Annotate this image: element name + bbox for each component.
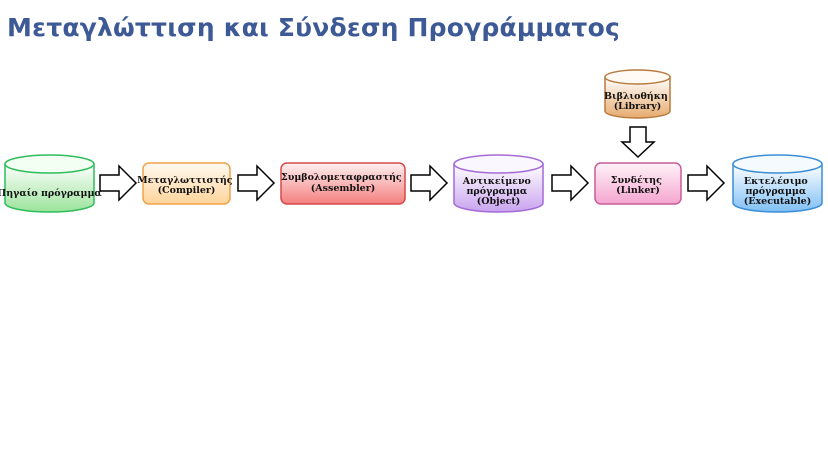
library-sublabel: (Library) bbox=[614, 101, 662, 112]
assembler-node: Συμβολομεταφραστής (Assembler) bbox=[280, 162, 406, 205]
compiler-sublabel: (Compiler) bbox=[158, 185, 216, 196]
source-program-label: Πηγαίο πρόγραμμα bbox=[0, 188, 102, 199]
svg-text:Βιβλιοθήκη (Library): Βιβλιοθήκη (Library) bbox=[604, 91, 671, 112]
linker-sublabel: (Linker) bbox=[616, 185, 660, 196]
svg-text:Πηγαίο πρόγραμμα: Πηγαίο πρόγραμμα bbox=[0, 188, 102, 199]
executable-program-sublabel: (Executable) bbox=[744, 196, 811, 207]
executable-program-node: Εκτελέσιμο πρόγραμμα (Executable) bbox=[732, 154, 823, 213]
svg-text:Συνδέτης (Linker): Συνδέτης (Linker) bbox=[611, 175, 665, 196]
arrow-down-icon bbox=[620, 126, 656, 159]
executable-program-label: Εκτελέσιμο bbox=[744, 176, 808, 187]
arrow-right-icon bbox=[551, 164, 590, 202]
assembler-sublabel: (Assembler) bbox=[311, 183, 375, 194]
object-program-sublabel: (Object) bbox=[477, 196, 521, 207]
svg-text:Μεταγλωττιστής (Compiler: Μεταγλωττιστής (Compiler) bbox=[137, 175, 236, 196]
object-program-label-2: πρόγραμμα bbox=[466, 186, 527, 197]
library-node: Βιβλιοθήκη (Library) bbox=[604, 69, 671, 119]
svg-text:Συμβολομεταφραστής (Asse: Συμβολομεταφραστής (Assembler) bbox=[281, 172, 405, 194]
svg-text:Εκτελέσιμο πρόγραμμα: Εκτελέσιμο πρόγραμμα (Executable) bbox=[744, 176, 811, 207]
executable-program-label-2: πρόγραμμα bbox=[745, 186, 806, 197]
object-program-node: Αντικείμενο πρόγραμμα (Object) bbox=[453, 154, 544, 213]
svg-text:Αντικείμενο πρόγραμμα: Αντικείμενο πρόγραμμα (Object) bbox=[462, 176, 534, 207]
compiler-label: Μεταγλωττιστής bbox=[137, 175, 233, 186]
arrow-right-icon bbox=[410, 164, 449, 202]
arrow-right-icon bbox=[99, 164, 138, 202]
compiler-node: Μεταγλωττιστής (Compiler) bbox=[137, 162, 236, 205]
linker-node: Συνδέτης (Linker) bbox=[594, 162, 682, 205]
object-program-label: Αντικείμενο bbox=[462, 176, 531, 187]
linker-label: Συνδέτης bbox=[611, 175, 662, 186]
library-label: Βιβλιοθήκη bbox=[604, 91, 668, 102]
assembler-label: Συμβολομεταφραστής bbox=[281, 172, 402, 183]
page-title: Μεταγλώττιση και Σύνδεση Προγράμματος bbox=[7, 13, 620, 42]
arrow-right-icon bbox=[237, 164, 276, 202]
source-program-node: Πηγαίο πρόγραμμα bbox=[0, 154, 102, 213]
arrow-right-icon bbox=[687, 164, 726, 202]
